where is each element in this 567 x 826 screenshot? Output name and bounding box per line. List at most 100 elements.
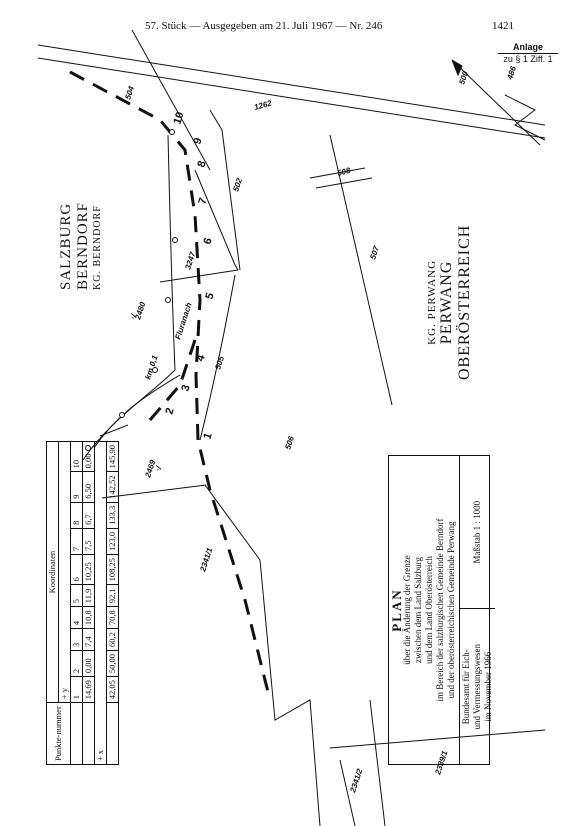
parcel-506: 506 [283, 435, 296, 451]
parcel-line [369, 699, 386, 826]
table-cell: 8 [70, 502, 83, 529]
plan-line-1: über die Änderung der Grenze [402, 555, 412, 665]
plan-box: PLAN über die Änderung der Grenze zwisch… [388, 455, 495, 765]
table-cell: 92,1 [106, 584, 119, 607]
plan-line-3: und dem Land Oberösterreich [424, 556, 434, 664]
table-cell: 1 [70, 676, 83, 703]
salzburg-region-label: SALZBURG BERNDORF KG. BERNDORF [58, 202, 103, 290]
table-cell: 6,50 [82, 471, 95, 503]
table-cell: 123,0 [106, 528, 119, 555]
west-road [82, 134, 176, 461]
parcel-502: 502 [231, 177, 244, 193]
point-6: 6 [201, 236, 214, 246]
parcel-500: 500 [457, 70, 470, 86]
point-8: 8 [195, 159, 208, 169]
table-cell: 6 [70, 554, 83, 585]
point-10: 10 [171, 111, 186, 126]
anlage-title: Anlage [498, 42, 558, 54]
anlage-label: Anlage zu § 1 Ziff. 1 [498, 42, 558, 64]
parcel-505: 505 [213, 355, 226, 371]
table-cell: 50,00 [106, 650, 119, 677]
boundary-line-west [148, 339, 197, 421]
parcel-line [339, 759, 356, 826]
col-point-header: Punkte-nummer [46, 702, 71, 765]
page-number: 1421 [492, 20, 514, 32]
table-cell: 10 [70, 441, 83, 472]
table-cell: 60,2 [106, 628, 119, 651]
parcel-line [329, 729, 546, 749]
anlage-ref: zu § 1 Ziff. 1 [503, 54, 553, 64]
plan-line-2: zwischen dem Land Salzburg [413, 556, 423, 664]
plan-line-5: und der oberösterreichischen Gemeinde Pe… [446, 521, 456, 699]
table-cell: 0,00 [82, 441, 95, 472]
north-arrow [451, 59, 546, 146]
parcel-line [329, 134, 393, 406]
office-line-2: und Vermessungswesen [472, 643, 482, 730]
office-line-3: im November 1966 [483, 651, 493, 722]
plan-line-4: im Bereich der salzburgischen Gemeinde B… [435, 518, 445, 702]
col-group-header: Koordinaten [46, 441, 59, 703]
road-508-line [309, 167, 366, 179]
table-cell: 7,5 [82, 528, 95, 555]
direction-arrow [99, 424, 129, 437]
table-cell: 4 [70, 606, 83, 629]
parcel-507: 507 [368, 245, 381, 261]
col-y-header: + y [58, 441, 71, 703]
parcel-508: 508 [336, 166, 352, 178]
point-3: 3 [179, 383, 192, 393]
parcel-line [204, 484, 321, 826]
table-cell: 70,8 [106, 606, 119, 629]
table-cell: 14,69 [82, 676, 95, 703]
row-label-point [70, 702, 83, 765]
table-cell: 42,05 [106, 676, 119, 703]
table-cell: 11,9 [82, 584, 95, 607]
plan-scale: Maßstab 1 : 1000 [472, 500, 482, 564]
perwang-title: PERWANG [438, 260, 455, 345]
road-upper-line [37, 44, 546, 126]
kg-perwang: KG. PERWANG [426, 259, 438, 345]
table-cell: 7 [70, 528, 83, 555]
table-cell: 2 [70, 650, 83, 677]
kg-berndorf: KG. BERNDORF [92, 205, 103, 290]
row-label-x [106, 702, 119, 765]
table-cell: 9 [70, 471, 83, 503]
point-7: 7 [196, 196, 209, 206]
point-5: 5 [203, 291, 216, 301]
berndorf-title: BERNDORF [75, 201, 91, 290]
ooe-region-label: KG. PERWANG PERWANG OBERÖSTERREICH [426, 225, 474, 380]
parcel-line [101, 484, 207, 499]
table-cell: 5 [70, 584, 83, 607]
parcel-2341-2: 2341/2 [348, 767, 365, 795]
salzburg-title: SALZBURG [58, 202, 74, 290]
point-2: 2 [163, 406, 176, 416]
parcel-line [131, 29, 211, 171]
plan-office: Bundesamt für Eich- und Vermessungswesen… [460, 608, 495, 764]
parcel-2341-1: 2341/1 [198, 546, 215, 574]
point-1: 1 [201, 431, 214, 441]
west-road-edge [93, 374, 181, 449]
row-label-y [82, 702, 95, 765]
table-cell: 142,52 [106, 471, 119, 503]
table-cell: 0,00 [82, 650, 95, 677]
table-cell: 10,8 [82, 606, 95, 629]
table-cell: 108,25 [106, 554, 119, 585]
table-cell: 3 [70, 628, 83, 651]
dots1: ·/ [128, 312, 138, 320]
table-cell: 6,7 [82, 502, 95, 529]
table-cell: 145,90 [106, 441, 119, 472]
point-4: 4 [194, 353, 208, 363]
parcel-504: 504 [123, 85, 136, 101]
col-x-header: + x [94, 441, 107, 765]
parcel-486: 486 [505, 65, 518, 82]
table-cell: 10,25 [82, 554, 95, 585]
stream-label: Fluranach [173, 301, 193, 340]
ooe-title: OBERÖSTERREICH [456, 224, 473, 380]
header-text: 57. Stück — Ausgegeben am 21. Juli 1967 … [145, 20, 383, 32]
road-508-line [315, 177, 373, 189]
dots2: ·/ [153, 464, 163, 472]
parcel-1262: 1262 [253, 98, 273, 111]
km-marker: km 0,1 [143, 354, 159, 381]
point-9: 9 [191, 136, 204, 146]
